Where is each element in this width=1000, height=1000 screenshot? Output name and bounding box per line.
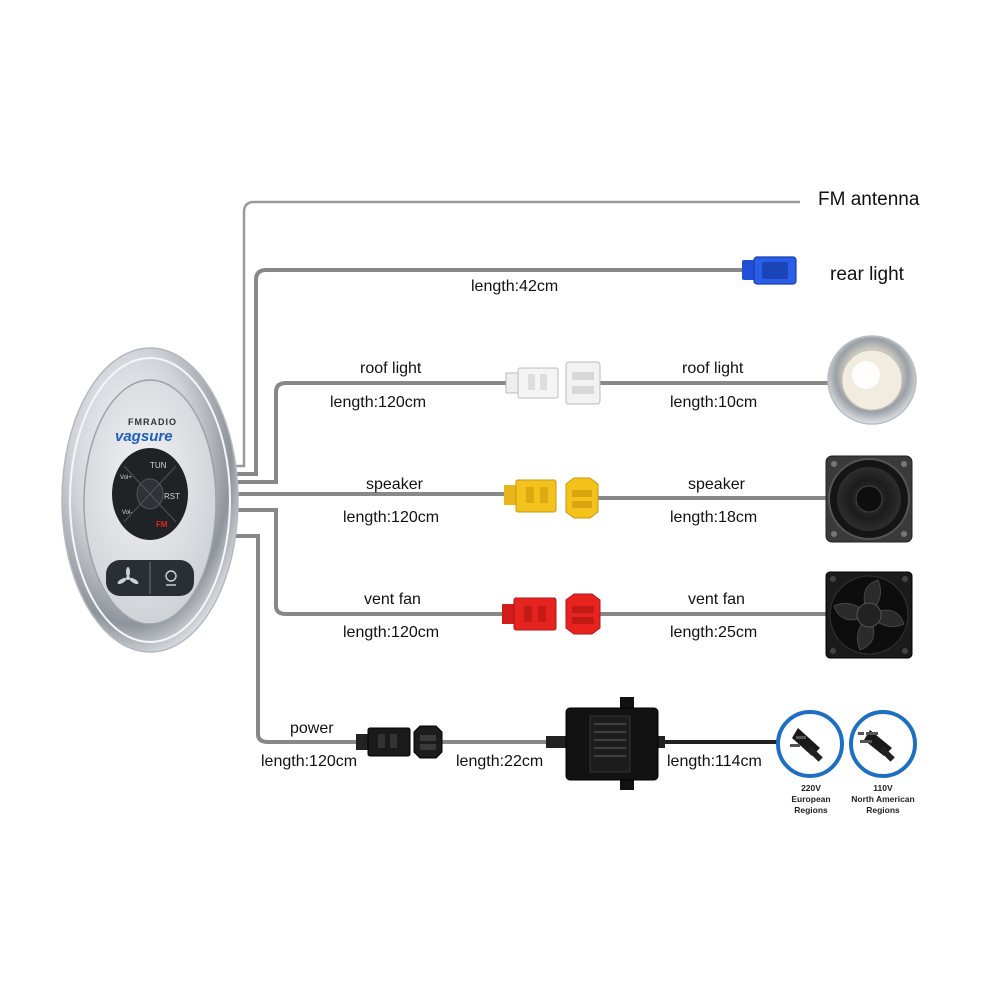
rear-light-label: rear light xyxy=(830,264,904,285)
speaker-unit xyxy=(825,455,913,543)
blue-connector xyxy=(742,256,797,285)
power-transformer xyxy=(546,697,665,790)
speaker-label-right: speaker xyxy=(688,476,745,493)
device-model-line: FMRADIO xyxy=(128,417,177,427)
wire-power xyxy=(236,534,780,744)
wire-vent-fan xyxy=(236,508,830,616)
eu-plug-region-2: Regions xyxy=(794,805,828,815)
vol-up-button[interactable]: Vol+ xyxy=(120,475,132,481)
vol-down-button[interactable]: Vol- xyxy=(122,510,133,516)
speaker-length-right: length:18cm xyxy=(670,509,758,526)
roof-light-label-right: roof light xyxy=(682,360,744,377)
roof-light-label-left: roof light xyxy=(360,360,422,377)
wire-rear-light xyxy=(236,268,745,476)
wire-fm-antenna xyxy=(236,200,800,468)
na-plug-caption: 110V North American Regions xyxy=(843,783,923,816)
tun-button[interactable]: TUN xyxy=(150,461,167,470)
vent-fan-label-right: vent fan xyxy=(688,591,745,608)
na-plug-icon xyxy=(849,710,917,778)
white-connector-pair xyxy=(505,361,601,405)
vent-fan-length-right: length:25cm xyxy=(670,624,758,641)
na-plug-voltage: 110V xyxy=(873,783,893,793)
eu-plug-region-1: European xyxy=(791,794,831,804)
power-label: power xyxy=(290,720,334,737)
device-brand: vagsure xyxy=(115,428,173,445)
light-icon xyxy=(165,570,177,586)
vent-fan-length-left: length:120cm xyxy=(343,624,440,641)
rear-light-length: length:42cm xyxy=(471,278,559,295)
speaker-label-left: speaker xyxy=(366,476,423,493)
red-connector-pair xyxy=(502,593,601,635)
power-length-right: length:114cm xyxy=(667,753,762,770)
vent-fan-label-left: vent fan xyxy=(364,591,421,608)
na-plug-region-2: Regions xyxy=(866,805,900,815)
black-connector-pair xyxy=(356,725,443,759)
roof-lamp xyxy=(827,335,917,425)
rst-button[interactable]: RST xyxy=(164,492,180,501)
fm-antenna-label: FM antenna xyxy=(818,189,920,210)
eu-plug-caption: 220V European Regions xyxy=(780,783,842,816)
eu-plug-voltage: 220V xyxy=(801,783,821,793)
control-panel xyxy=(61,347,239,653)
na-plug-region-1: North American xyxy=(851,794,915,804)
speaker-length-left: length:120cm xyxy=(343,509,440,526)
power-length-left: length:120cm xyxy=(261,753,358,770)
fm-button[interactable]: FM xyxy=(156,520,168,529)
vent-fan-unit xyxy=(825,571,913,659)
eu-plug-icon xyxy=(776,710,844,778)
roof-light-length-left: length:120cm xyxy=(330,394,427,411)
yellow-connector-pair xyxy=(504,477,599,519)
fan-icon xyxy=(117,567,139,585)
power-length-mid: length:22cm xyxy=(456,753,544,770)
roof-light-length-right: length:10cm xyxy=(670,394,758,411)
wire-roof-light xyxy=(236,381,835,484)
wire-speaker xyxy=(236,492,830,500)
